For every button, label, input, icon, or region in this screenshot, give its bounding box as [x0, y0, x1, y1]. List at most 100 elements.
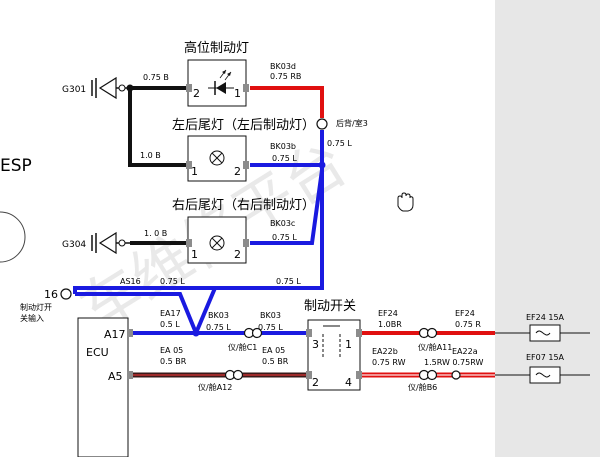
wire-diagonal	[194, 287, 217, 334]
wire-label-bk03-left-spec: 0.75 L	[206, 323, 231, 332]
wire-label-bk03b-spec: 0.75 L	[272, 154, 297, 163]
sw-terminal-4	[356, 371, 362, 379]
rt-terminal-2	[243, 239, 249, 247]
connector-label-a11: 仪/舱A11	[418, 342, 452, 352]
wire-g301-lt	[128, 88, 187, 167]
wire-label-as16-spec: 0.75 L	[160, 277, 185, 286]
wire-label-g304-rt: 1. 0 B	[144, 229, 167, 238]
junction-blue-1	[318, 161, 326, 169]
g304-label: G304	[62, 240, 86, 250]
esp-circle-edge	[0, 211, 26, 263]
wire-label-bk03d-code: BK03d	[270, 62, 296, 71]
connector-label-rear-wall: 后背/室3	[336, 118, 368, 128]
ground-wires	[128, 86, 187, 245]
lamp-bulb-icon	[209, 150, 225, 166]
lt-terminal-2	[243, 161, 249, 169]
wire-label-ea05-left-code: EA 05	[160, 346, 183, 355]
wire-label-ef24-right-spec: 0.75 R	[455, 320, 481, 329]
wire-label-ea22b-spec: 0.75 RW	[372, 358, 406, 367]
wire-label-ea17-code: EA17	[160, 309, 181, 318]
hand-cursor-icon	[397, 192, 414, 212]
wire-label-ea22b-code: EA22b	[372, 347, 398, 356]
esp-label: ESP	[0, 156, 32, 176]
led-icon	[208, 69, 234, 95]
wire-label-ea05-right-spec: 0.5 BR	[262, 357, 289, 366]
g301-label: G301	[62, 85, 86, 95]
ecu-pin-a5: A5	[108, 370, 123, 383]
ecu-terminal-a5	[127, 371, 133, 379]
connector-label-b6: 仪/舱B6	[408, 382, 437, 392]
wire-label-bk03-right-code: BK03	[260, 311, 281, 320]
lamp-bulb-icon	[209, 235, 225, 251]
hbl-terminal-2	[186, 84, 192, 92]
wire-label-ea22a-spec: 1.5RW 0.75RW	[424, 358, 483, 367]
wire-as16	[75, 292, 198, 334]
lt-pin-2: 2	[234, 165, 241, 178]
lt-pin-1: 1	[191, 165, 198, 178]
wire-label-bk03-right-spec: 0.75 L	[258, 323, 283, 332]
hbl-pin-1: 1	[234, 87, 241, 100]
high-brake-lamp-box	[187, 59, 247, 107]
sw-pin-2: 2	[312, 376, 319, 389]
sw-terminal-3	[306, 329, 312, 337]
connector-c1-right	[251, 327, 263, 339]
wire-label-vertical-spec: 0.75 L	[327, 139, 352, 148]
connector-marks	[60, 84, 461, 381]
wire-label-ef24-right-code: EF24	[455, 309, 475, 318]
wire-label-ea05-right-code: EA 05	[262, 346, 285, 355]
ext-label-line1: 制动灯开	[20, 302, 52, 312]
connector-label-a12: 仪/舱A12	[198, 382, 232, 392]
wire-label-ea05-left-spec: 0.5 BR	[160, 357, 187, 366]
rt-pin-1: 1	[191, 248, 198, 261]
hbl-pin-2: 2	[193, 87, 200, 100]
fuse-ef07	[529, 366, 590, 384]
wire-bk03c	[250, 169, 324, 245]
ext-pin-16: 16	[44, 288, 58, 301]
sw-terminal-1	[356, 329, 362, 337]
wire-label-ef24-left-code: EF24	[378, 309, 398, 318]
wire-label-as16-code: AS16	[120, 277, 141, 286]
wire-label-g301-hbl: 0.75 B	[143, 73, 169, 82]
brake-switch-title: 制动开关	[304, 299, 356, 314]
sw-terminal-2	[306, 371, 312, 379]
wire-label-bk03c-code: BK03c	[270, 219, 295, 228]
wire-label-bottom-spec: 0.75 L	[276, 277, 301, 286]
ecu-box	[77, 317, 129, 457]
wire-label-bk03c-spec: 0.75 L	[272, 233, 297, 242]
right-tail-lamp-title: 右后尾灯（右后制动灯）	[172, 198, 315, 213]
ecu-pin-a17: A17	[104, 328, 126, 341]
wire-label-bk03-left-code: BK03	[208, 311, 229, 320]
hbl-terminal-1	[243, 84, 249, 92]
blue-wires	[73, 130, 324, 335]
sw-pin-4: 4	[345, 376, 352, 389]
high-brake-lamp-title: 高位制动灯	[184, 40, 249, 56]
right-panel	[495, 0, 600, 457]
sw-pin-1: 1	[345, 338, 352, 351]
wire-label-ea17-spec: 0.5 L	[160, 320, 180, 329]
rt-pin-2: 2	[234, 248, 241, 261]
ground-symbol-g301	[91, 76, 130, 100]
wire-bk03d	[250, 86, 324, 118]
fuse-ef07-label: EF07 15A	[526, 353, 565, 362]
connector-a11-right	[426, 327, 438, 339]
fuse-ef24	[529, 324, 590, 342]
junction-ea22	[451, 370, 461, 380]
connector-label-c1: 仪/舱C1	[228, 342, 257, 352]
connector-rear-wall	[316, 118, 328, 130]
switch-contacts-icon	[322, 325, 341, 358]
left-tail-lamp-title: 左后尾灯（左后制动灯）	[172, 118, 315, 133]
wire-vertical-main	[73, 130, 324, 294]
brake-switch-box	[307, 319, 361, 391]
wire-label-g301-lt: 1.0 B	[140, 151, 161, 160]
ecu-terminal-a17	[127, 329, 133, 337]
connector-16	[60, 288, 72, 300]
ecu-label: ECU	[86, 346, 109, 359]
wire-label-ef24-left-spec: 1.0BR	[378, 320, 402, 329]
wire-label-bk03b-code: BK03b	[270, 142, 296, 151]
junction-blue-2	[192, 329, 200, 337]
sw-pin-3: 3	[312, 338, 319, 351]
rt-terminal-1	[186, 239, 192, 247]
ext-label-line2: 关输入	[20, 313, 44, 323]
